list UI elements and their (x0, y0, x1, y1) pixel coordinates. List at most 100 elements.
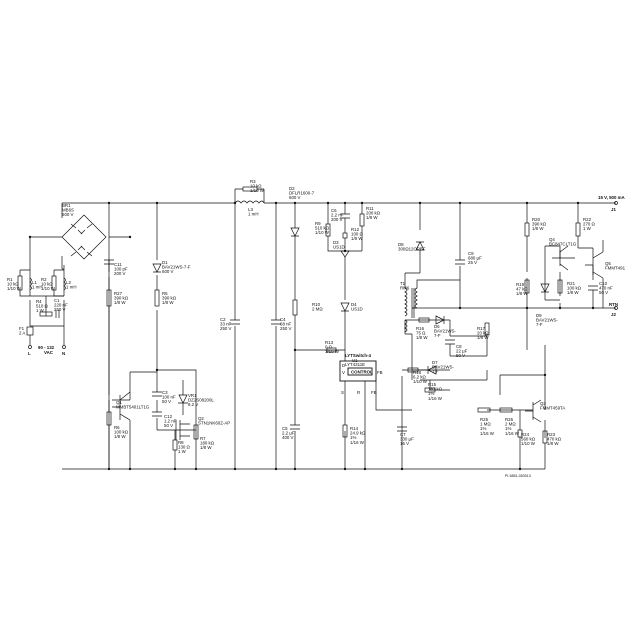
resistor-r14 (342, 424, 348, 438)
label-r24-line: 560 kΩ (521, 437, 536, 442)
resistor-r10 (292, 299, 298, 316)
label-r23-line: R23 (547, 432, 556, 437)
label-c7-line: C7 (400, 432, 406, 437)
label-r6-line: 1/8 W (114, 434, 126, 439)
label-r12-line: 100 Ω (351, 232, 364, 237)
label-br1-line: 600 V (62, 212, 74, 217)
label-q4-line: Q4 (549, 237, 555, 242)
resistor-r13 (326, 347, 337, 353)
label-r8-line: R8 (178, 440, 184, 445)
label-d4-line: D4 (351, 302, 357, 307)
label-r14-line: R14 (350, 426, 359, 431)
label-r2-line: 10 kΩ (41, 282, 53, 287)
label-r17-line: 20 kΩ (477, 331, 489, 336)
capacitor-c2 (230, 319, 240, 325)
capacitor-c12 (152, 411, 162, 417)
label-r7-line: R7 (200, 436, 206, 441)
diode-d6 (435, 315, 445, 325)
label-r12-line: R12 (351, 227, 360, 232)
label-r5-line: 1/8 W (162, 300, 174, 305)
drawing-number: PI-5851-053013 (505, 474, 531, 478)
mosfet-q2 (175, 420, 190, 440)
capacitor-c11 (104, 259, 114, 265)
label-r10-line: 2 MΩ (312, 307, 323, 312)
label-r27-line: R27 (114, 291, 123, 296)
capacitor-c1 (55, 310, 60, 318)
label-r22-line: 270 Ω (583, 222, 596, 227)
label-l3-line: L3 (248, 207, 253, 212)
diode-d1 (152, 263, 162, 273)
label-d9-line: 7-F (536, 322, 543, 327)
resistor-r2 (51, 269, 64, 297)
label-c3-line: 50 V (162, 399, 171, 404)
label-q3-line: FMMT459TA (540, 406, 565, 411)
label-r14-line: 1% (350, 435, 356, 440)
label-r19-line: R19 (516, 282, 525, 287)
resistor-r19 (524, 279, 530, 294)
ic-u1-ref: U1 (352, 358, 358, 363)
label-c7-line: 16 V (400, 441, 409, 446)
inductor-l1 (29, 277, 32, 291)
label-r15-line: R15 (428, 382, 437, 387)
label-r11-line: 200 kΩ (366, 211, 381, 216)
capacitor-c4 (271, 319, 281, 325)
label-d6-line: D6 (434, 324, 440, 329)
label-d7-line: 7-F (432, 369, 439, 374)
ic-u1-pin-d: D (342, 363, 345, 368)
ic-u1-pin-v: V (342, 370, 345, 375)
label-r26-line: 1% (505, 426, 511, 431)
label-r3-line: 1/10 W (250, 188, 265, 193)
diode-d8 (415, 241, 425, 251)
label-r26-line: 2 MΩ (505, 422, 516, 427)
label-d2-line: DFLR1600-7 (289, 191, 315, 196)
label-c11-line: 100 pF (114, 267, 128, 272)
label-r6-line: 100 kΩ (114, 430, 129, 435)
label-c2-line: C2 (220, 317, 226, 322)
bridge-rectifier-br1 (61, 214, 107, 260)
label-r4-line: 510 Ω (36, 304, 49, 309)
label-r2-line: 1/10 W (41, 286, 56, 291)
resistor-r20 (524, 222, 530, 237)
label-c1-line: 250 V (54, 307, 66, 312)
label-d8-line: 300Ω12OPBF (398, 247, 426, 252)
label-c1-line: 220 nF (54, 303, 68, 308)
label-f1-line: F1 (19, 326, 25, 331)
label-c6-line: C6 (331, 208, 337, 213)
resistor-r12 (342, 232, 348, 239)
label-d6-line: BAV21WS- (434, 329, 456, 334)
capacitor-c6 (340, 213, 350, 219)
label-r19-line: 1/8 W (516, 291, 528, 296)
resistor-r17 (484, 322, 490, 336)
transformer-t1 (404, 279, 460, 333)
label-r15-line: 1/16 W (428, 396, 443, 401)
label-r16-line: 75 Ω (416, 331, 426, 336)
label-r9-line: 510 kΩ (315, 226, 330, 231)
label-vr1-line: DZ2S08200L (188, 398, 214, 403)
label-d1-line: D1 (162, 260, 168, 265)
label-r8-line: 130 Ω (178, 445, 191, 450)
transistor-q3 (525, 399, 542, 423)
label-r24-line: 1/10 W (521, 441, 536, 446)
label-c4-line: 250 V (280, 326, 292, 331)
label-r20-line: R20 (532, 217, 541, 222)
label-br1-line: MB6S (62, 208, 74, 213)
label-q2-line: STN1NK60Z-AP (198, 421, 230, 426)
label-d4-line: US1D (351, 307, 363, 312)
